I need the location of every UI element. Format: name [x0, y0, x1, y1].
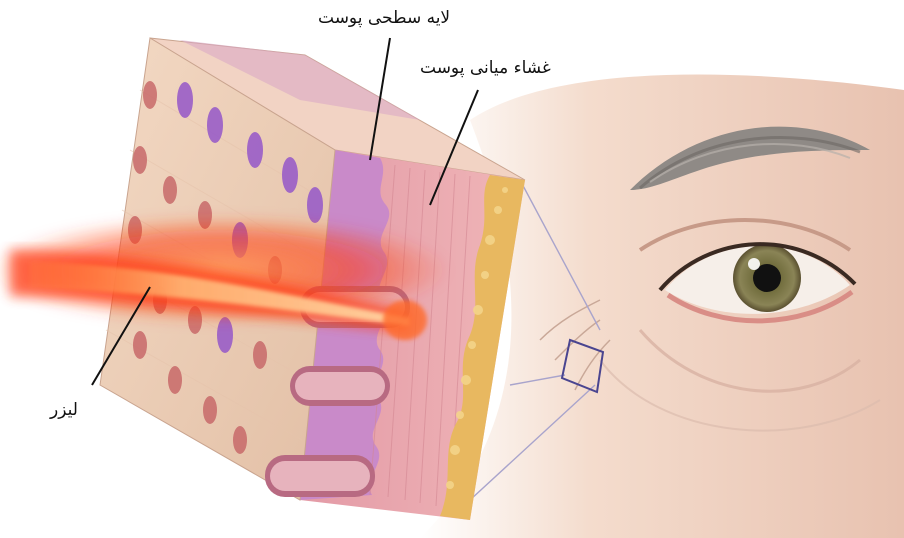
dermis-label: غشاء میانی پوست — [420, 58, 551, 78]
epidermis-label: لایه سطحی پوست — [318, 8, 450, 28]
laser-label: لیزر — [50, 400, 78, 420]
laser-beam — [0, 215, 450, 340]
